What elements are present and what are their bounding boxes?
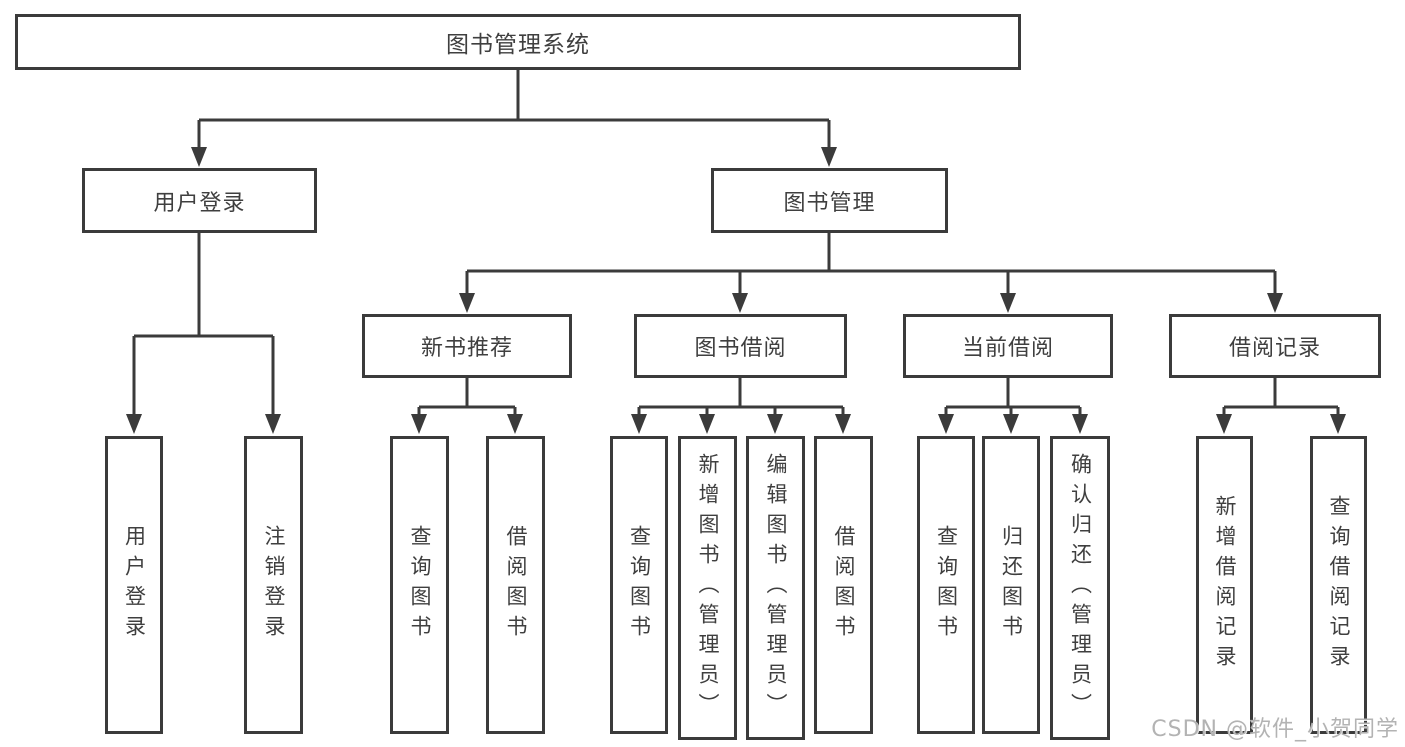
leaf-label: 查询图书 — [408, 525, 432, 645]
leaf-label: 借阅图书 — [504, 525, 528, 645]
node-library-management-system: 图书管理系统 — [15, 14, 1021, 70]
node-book-management: 图书管理 — [711, 168, 948, 233]
node-user-login: 用户登录 — [82, 168, 317, 233]
leaf-add-books-admin: 新增图书（管理员） — [678, 436, 737, 740]
leaf-label: 新增借阅记录 — [1213, 495, 1237, 675]
leaf-edit-books-admin: 编辑图书（管理员） — [746, 436, 805, 740]
leaf-query-books: 查询图书 — [610, 436, 668, 734]
node-label: 用户登录 — [153, 190, 246, 216]
leaf-query-books: 查询图书 — [390, 436, 449, 734]
node-label: 图书管理系统 — [446, 32, 590, 58]
leaf-label: 借阅图书 — [832, 525, 856, 645]
leaf-query-borrow-record: 查询借阅记录 — [1310, 436, 1367, 734]
node-label: 图书管理 — [783, 190, 876, 216]
node-label: 当前借阅 — [961, 336, 1054, 361]
leaf-return-books: 归还图书 — [982, 436, 1040, 734]
node-label: 借阅记录 — [1228, 336, 1321, 361]
leaf-label: 新增图书（管理员） — [696, 453, 720, 723]
leaf-label: 查询图书 — [627, 525, 652, 645]
leaf-add-borrow-record: 新增借阅记录 — [1196, 436, 1253, 734]
node-new-book-recommendation: 新书推荐 — [362, 314, 572, 378]
leaf-user-login: 用户登录 — [105, 436, 163, 734]
leaf-label: 确认归还（管理员） — [1068, 453, 1093, 723]
leaf-borrow-books: 借阅图书 — [486, 436, 545, 734]
leaf-label: 查询借阅记录 — [1327, 495, 1351, 675]
leaf-logout: 注销登录 — [244, 436, 303, 734]
node-borrowing-records: 借阅记录 — [1169, 314, 1381, 378]
leaf-label: 用户登录 — [122, 525, 147, 645]
leaf-confirm-return-admin: 确认归还（管理员） — [1050, 436, 1110, 740]
node-label: 图书借阅 — [694, 336, 787, 361]
node-book-borrowing: 图书借阅 — [634, 314, 847, 378]
leaf-label: 注销登录 — [262, 525, 286, 645]
leaf-label: 查询图书 — [934, 525, 959, 645]
node-label: 新书推荐 — [420, 336, 513, 361]
leaf-borrow-books: 借阅图书 — [814, 436, 873, 734]
node-current-borrowing: 当前借阅 — [903, 314, 1113, 378]
leaf-label: 编辑图书（管理员） — [764, 453, 788, 723]
leaf-query-books: 查询图书 — [917, 436, 975, 734]
leaf-label: 归还图书 — [999, 525, 1024, 645]
